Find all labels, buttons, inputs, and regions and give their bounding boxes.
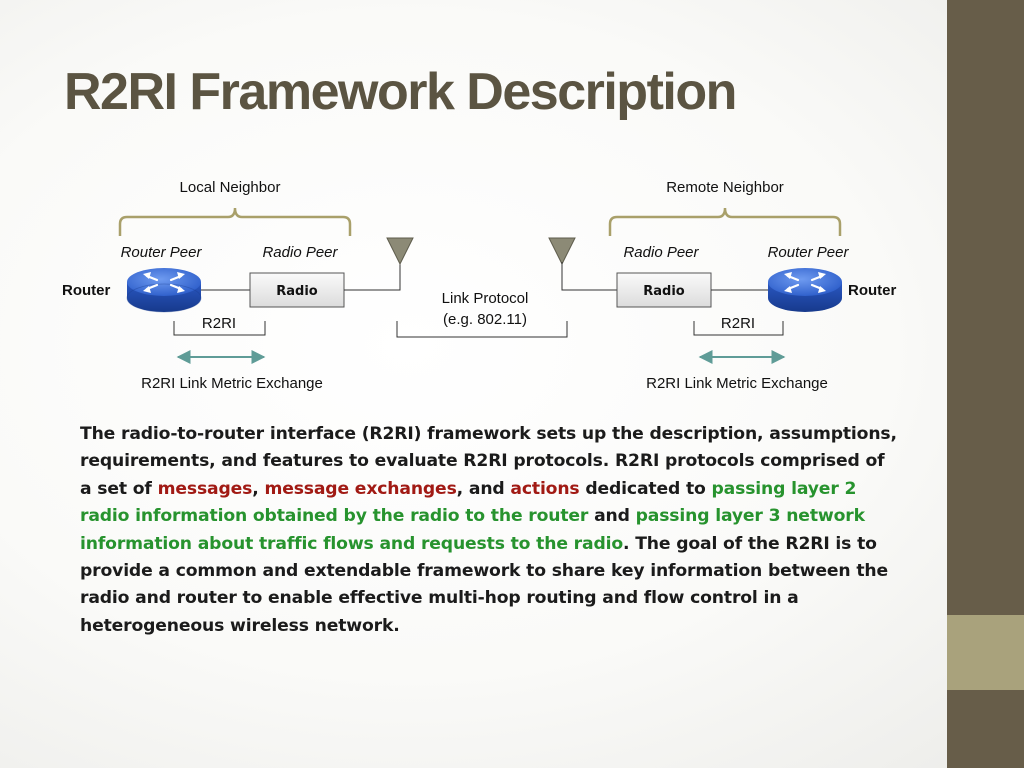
- highlight-messages: messages: [157, 478, 253, 499]
- right-radio-peer-label: Radio Peer: [623, 244, 699, 261]
- r2ri-diagram: Local Neighbor Router Peer Radio Peer Ro…: [62, 179, 896, 392]
- left-r2ri-label: R2RI: [202, 315, 236, 332]
- local-neighbor-label: Local Neighbor: [180, 179, 281, 196]
- left-antenna-icon: [386, 237, 414, 266]
- side-decoration-accent: [947, 615, 1024, 690]
- right-radio-box: [616, 272, 712, 308]
- right-router-icon: [768, 268, 842, 312]
- left-r2ri-bracket: [173, 321, 266, 336]
- link-protocol-example: (e.g. 802.11): [443, 311, 527, 328]
- left-exchange-label: R2RI Link Metric Exchange: [141, 375, 323, 392]
- text-segment: . The goal of the R2RI is to provide a c…: [80, 533, 888, 636]
- left-radio-antenna-link: [344, 262, 401, 291]
- remote-neighbor-bracket: [608, 207, 842, 236]
- left-router-label: Router: [62, 282, 110, 299]
- right-exchange-label: R2RI Link Metric Exchange: [646, 375, 828, 392]
- text-segment: ,: [252, 478, 265, 499]
- right-router-label: Router: [848, 282, 896, 299]
- right-antenna-icon: [548, 237, 576, 266]
- left-radio-box: [249, 272, 345, 308]
- link-protocol-label: Link Protocol: [442, 290, 529, 307]
- left-radio-peer-label: Radio Peer: [262, 244, 338, 261]
- highlight-message-exchanges: message exchanges: [264, 478, 457, 499]
- text-segment: and: [588, 506, 636, 527]
- text-segment: The radio-to-router interface (R2RI) fra…: [80, 424, 897, 499]
- right-router-peer-label: Router Peer: [768, 244, 850, 261]
- slide-title: R2RI Framework Description: [64, 63, 737, 121]
- text-segment: dedicated to: [579, 478, 712, 499]
- right-radio-box-label: Radio: [643, 284, 685, 299]
- local-neighbor-bracket: [118, 207, 352, 236]
- right-r2ri-label: R2RI: [721, 315, 755, 332]
- highlight-layer2-info: passing layer 2 radio information obtain…: [80, 478, 857, 527]
- left-radio-box-label: Radio: [276, 284, 318, 299]
- left-router-icon: [126, 268, 202, 313]
- right-antenna-radio-link: [561, 262, 617, 291]
- text-segment: , and: [456, 478, 511, 499]
- right-r2ri-bracket: [693, 321, 784, 336]
- remote-neighbor-label: Remote Neighbor: [666, 179, 784, 196]
- left-router-peer-label: Router Peer: [121, 244, 203, 261]
- link-protocol-bracket: [396, 321, 568, 338]
- description-paragraph: The radio-to-router interface (R2RI) fra…: [80, 421, 900, 640]
- highlight-actions: actions: [510, 478, 580, 499]
- highlight-layer3-info: passing layer 3 network information abou…: [80, 506, 865, 554]
